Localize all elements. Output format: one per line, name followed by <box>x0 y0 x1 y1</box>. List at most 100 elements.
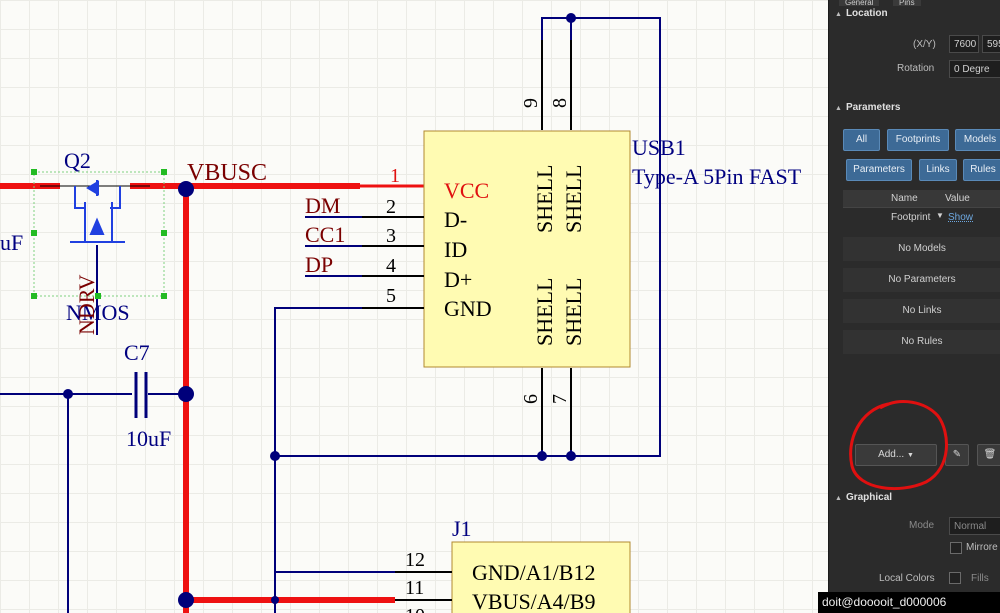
filter-links-button[interactable]: Links <box>919 159 957 181</box>
mirrored-label: Mirrore <box>966 542 998 553</box>
shell-name-8: SHELL <box>561 165 586 233</box>
net-label-cc1: CC1 <box>305 222 345 247</box>
schematic-drawing: Q2 NMOS NDRV VBUSC C7 10uF uF USB1 Type-… <box>0 13 802 613</box>
pin-stubs <box>362 40 572 601</box>
junction-dot <box>566 13 576 23</box>
mode-value: Normal <box>954 521 987 532</box>
junction-dot <box>537 451 547 461</box>
delete-button[interactable]: 🗑 <box>977 444 1000 466</box>
j1-pin12-name: GND/A1/B12 <box>472 560 595 585</box>
pin5-name: GND <box>444 296 492 321</box>
parameters-table-header: Name Value <box>843 190 1000 208</box>
xy-label: (X/Y) <box>913 39 936 50</box>
j1-body[interactable] <box>451 541 631 613</box>
watermark: doit@dooooit_d000006 <box>818 592 1000 613</box>
vbusc-label: VBUSC <box>187 160 267 186</box>
graphical-title: Graphical <box>845 492 893 503</box>
footprint-row[interactable]: Footprint ▼ Show <box>843 209 1000 229</box>
net-label-dp: DP <box>305 252 333 277</box>
q2-net-label: NDRV <box>74 274 99 335</box>
junction-dot <box>271 596 279 604</box>
location-title: Location <box>845 8 888 19</box>
no-models-row: No Models <box>843 237 1000 261</box>
mirrored-checkbox[interactable] <box>950 542 962 554</box>
fills-checkbox[interactable] <box>949 572 961 584</box>
trash-icon: 🗑 <box>983 449 997 460</box>
c7-value: 10uF <box>126 426 171 451</box>
local-colors-label: Local Colors <box>879 573 935 584</box>
no-links-row: No Links <box>843 299 1000 323</box>
rotation-value: 0 Degre <box>954 64 990 75</box>
filter-models-button[interactable]: Models <box>955 129 1000 151</box>
pin2-name: D- <box>444 207 467 232</box>
parameters-title: Parameters <box>845 102 901 113</box>
j1-pin10-number: 10 <box>405 605 425 613</box>
add-button-label: Add... <box>878 449 905 460</box>
pin4-name: D+ <box>444 267 472 292</box>
pin3-number: 3 <box>386 225 396 247</box>
pencil-icon: ✎ <box>952 449 962 460</box>
pin7-number: 7 <box>549 394 571 404</box>
no-parameters-row: No Parameters <box>843 268 1000 292</box>
usb1-designator: USB1 <box>632 135 686 160</box>
graphical-section-header[interactable]: ▲Graphical <box>835 492 892 503</box>
dropdown-arrow-icon: ▼ <box>906 452 914 459</box>
add-button[interactable]: Add... ▼ <box>855 444 937 466</box>
j1-pin11-name: VBUS/A4/B9 <box>472 589 595 613</box>
edit-button[interactable]: ✎ <box>945 444 969 466</box>
power-wires <box>0 183 424 613</box>
location-section-header[interactable]: ▲Location <box>835 8 888 19</box>
no-rules-row: No Rules <box>843 330 1000 354</box>
x-input[interactable]: 7600 <box>949 35 979 53</box>
filter-parameters-button[interactable]: Parameters <box>846 159 912 181</box>
left-cap-value: uF <box>0 230 23 255</box>
shell-name-9: SHELL <box>532 165 557 233</box>
column-name-header[interactable]: Name <box>891 193 918 204</box>
pin8-number: 8 <box>549 98 571 108</box>
pin9-number: 9 <box>520 98 542 108</box>
rotation-label: Rotation <box>897 63 935 74</box>
shell-name-6: SHELL <box>532 278 557 346</box>
mosfet-symbol <box>40 180 150 243</box>
schematic-canvas[interactable]: Q2 NMOS NDRV VBUSC C7 10uF uF USB1 Type-… <box>0 0 828 613</box>
junction-dot <box>178 386 194 402</box>
junctions <box>63 13 576 608</box>
shell-name-7: SHELL <box>561 278 586 346</box>
parameters-section-header[interactable]: ▲Parameters <box>835 102 900 113</box>
q2-component[interactable] <box>31 169 167 299</box>
usb1-body[interactable] <box>423 130 631 368</box>
q2-comment: NMOS <box>66 300 130 325</box>
j1-designator: J1 <box>452 516 472 541</box>
properties-panel: General Pins ▲Location (X/Y) 7600 595 Ro… <box>828 0 1000 613</box>
pin2-number: 2 <box>386 196 396 218</box>
net-label-dm: DM <box>305 193 340 218</box>
pin1-name: VCC <box>444 178 489 203</box>
c7-designator: C7 <box>124 340 150 365</box>
tab-general[interactable]: General <box>839 0 880 6</box>
dropdown-arrow-icon[interactable]: ▼ <box>936 211 944 220</box>
footprint-label: Footprint <box>891 212 931 223</box>
pin3-name: ID <box>444 237 467 262</box>
fills-label: Fills <box>971 573 989 584</box>
y-input[interactable]: 595 <box>982 35 1000 53</box>
usb1-comment: Type-A 5Pin FAST <box>632 164 802 189</box>
c7-capacitor[interactable] <box>134 372 148 418</box>
column-value-header[interactable]: Value <box>945 193 970 204</box>
junction-dot <box>178 181 194 197</box>
gnd-wire <box>274 307 424 613</box>
rotation-select[interactable]: 0 Degre <box>949 60 1000 78</box>
tab-pins[interactable]: Pins <box>893 0 921 6</box>
filter-footprints-button[interactable]: Footprints <box>887 129 949 151</box>
mode-label: Mode <box>909 520 935 531</box>
pin5-number: 5 <box>386 285 396 307</box>
selection-handles <box>31 169 167 299</box>
j1-pin11-number: 11 <box>405 577 424 599</box>
filter-all-button[interactable]: All <box>843 129 880 151</box>
mode-select[interactable]: Normal <box>949 517 1000 535</box>
pin1-number: 1 <box>390 165 400 187</box>
junction-dot <box>63 389 73 399</box>
pin6-number: 6 <box>520 394 542 404</box>
collapse-triangle-icon: ▲ <box>835 495 842 502</box>
filter-rules-button[interactable]: Rules <box>963 159 1000 181</box>
footprint-show-link[interactable]: Show <box>948 212 974 223</box>
